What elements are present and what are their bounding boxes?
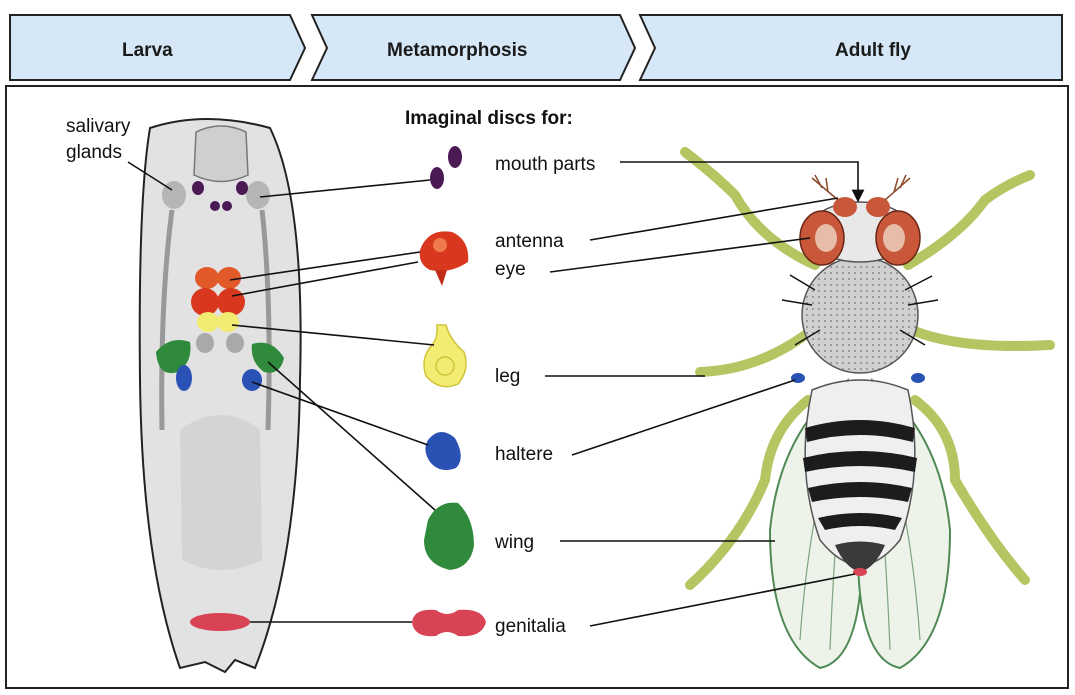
larva-head-structure: [194, 126, 248, 182]
disc-antenna-center: [433, 238, 447, 252]
larva-disc-leg-right: [217, 312, 239, 332]
stage-adult-label: Adult fly: [835, 40, 911, 61]
salivary-glands-label-line1: salivary: [66, 116, 131, 137]
disc-label-leg: leg: [495, 366, 520, 387]
larva-disc-mouth-3: [210, 201, 220, 211]
disc-label-genitalia: genitalia: [495, 616, 566, 637]
larva-disc-mouth-1: [192, 181, 204, 195]
larva-brain-left: [196, 333, 214, 353]
fly-eye-right-highlight: [883, 224, 905, 252]
fly-abdomen: [805, 380, 915, 565]
imaginal-discs-heading: Imaginal discs for:: [405, 108, 573, 129]
larva-disc-haltere-left: [176, 365, 192, 391]
disc-label-mouth-parts: mouth parts: [495, 154, 595, 175]
larva-illustration: [140, 119, 301, 672]
disc-mouth-parts-1: [448, 146, 462, 168]
larva-disc-genitalia: [190, 613, 250, 631]
disc-label-antenna: antenna: [495, 231, 564, 252]
larva-disc-antenna-right: [217, 267, 241, 289]
fly-thorax: [802, 257, 918, 373]
fly-antenna-right: [866, 197, 890, 217]
salivary-glands-label-line2: glands: [66, 142, 122, 163]
larva-disc-haltere-right: [242, 369, 262, 391]
disc-label-wing: wing: [494, 532, 534, 553]
larva-disc-eye-right: [217, 288, 245, 316]
larva-disc-mouth-2: [236, 181, 248, 195]
larva-disc-mouth-4: [222, 201, 232, 211]
disc-label-eye: eye: [495, 259, 526, 280]
salivary-gland-right: [246, 181, 270, 209]
fly-haltere-left: [791, 373, 805, 383]
fly-haltere-right: [911, 373, 925, 383]
disc-mouth-parts-2: [430, 167, 444, 189]
larva-brain-right: [226, 333, 244, 353]
stage-larva-label: Larva: [122, 40, 173, 61]
larva-gut: [180, 415, 262, 570]
stage-banner: Larva Metamorphosis Adult fly: [0, 0, 1075, 86]
fly-antenna-left: [833, 197, 857, 217]
stage-metamorphosis-label: Metamorphosis: [387, 40, 527, 61]
fly-eye-left-highlight: [815, 224, 837, 252]
fly-genitalia: [853, 568, 867, 576]
disc-label-haltere: haltere: [495, 444, 553, 465]
larva-disc-eye-left: [191, 288, 219, 316]
larva-disc-leg-left: [197, 312, 219, 332]
larva-disc-antenna-left: [195, 267, 219, 289]
